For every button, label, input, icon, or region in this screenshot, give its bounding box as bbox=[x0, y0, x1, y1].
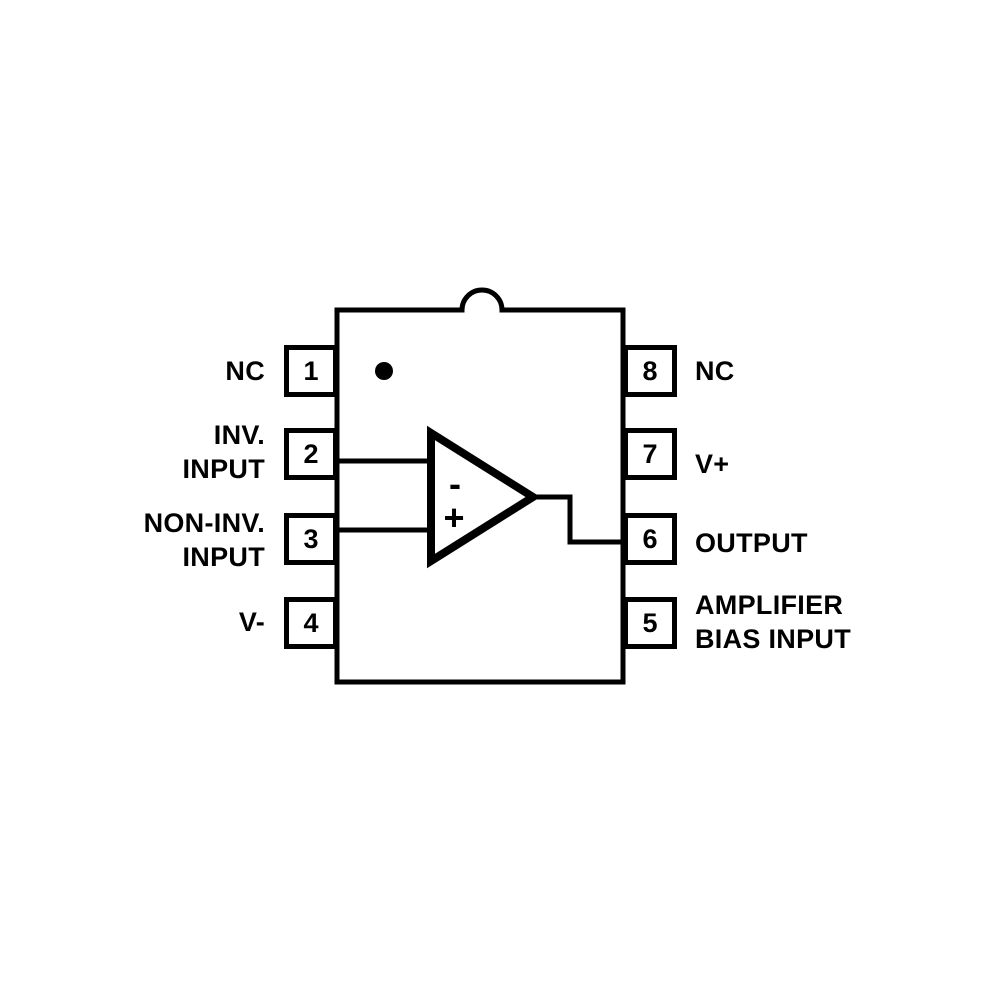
output-wire bbox=[535, 494, 621, 545]
pin-box-4: 4 bbox=[284, 597, 338, 649]
pin-box-7: 7 bbox=[623, 428, 677, 480]
pin-box-1: 1 bbox=[284, 345, 338, 397]
pin-label-line: V- bbox=[238, 607, 265, 637]
pin-label-v-minus: V- bbox=[0, 605, 265, 639]
pin-label-line: INV. bbox=[213, 420, 265, 450]
pin-box-5: 5 bbox=[623, 597, 677, 649]
pin-box-2: 2 bbox=[284, 428, 338, 480]
pin-label-line: INPUT bbox=[182, 454, 265, 484]
pin-label-noninv-input: NON-INV. INPUT bbox=[0, 506, 265, 574]
pin-label-line: NC bbox=[225, 356, 265, 386]
pin-label-output: OUTPUT bbox=[695, 526, 995, 560]
pin-label-v-plus: V+ bbox=[695, 447, 995, 481]
pin-label-line: NC bbox=[695, 356, 735, 386]
pin-label-line: BIAS INPUT bbox=[695, 624, 852, 654]
pin-label-line: NON-INV. bbox=[143, 508, 265, 538]
pin-label-line: INPUT bbox=[182, 542, 265, 572]
pin-box-8: 8 bbox=[623, 345, 677, 397]
pin-label-line: AMPLIFIER bbox=[695, 590, 844, 620]
pin-box-3: 3 bbox=[284, 513, 338, 565]
noninverting-plus-sign: + bbox=[443, 497, 465, 538]
pin-label-nc-right: NC bbox=[695, 354, 995, 388]
pin-box-6: 6 bbox=[623, 513, 677, 565]
pin-label-line: V+ bbox=[695, 449, 730, 479]
pin-label-nc-left: NC bbox=[0, 354, 265, 388]
pin-label-line: OUTPUT bbox=[695, 528, 808, 558]
pin-label-inv-input: INV. INPUT bbox=[0, 418, 265, 486]
opamp-triangle bbox=[427, 425, 541, 569]
pin1-indicator-dot bbox=[375, 362, 393, 380]
inverting-minus-sign: - bbox=[449, 463, 461, 504]
pin-label-amplifier-bias-input: AMPLIFIER BIAS INPUT bbox=[695, 588, 995, 656]
package-body-outline bbox=[334, 287, 626, 685]
